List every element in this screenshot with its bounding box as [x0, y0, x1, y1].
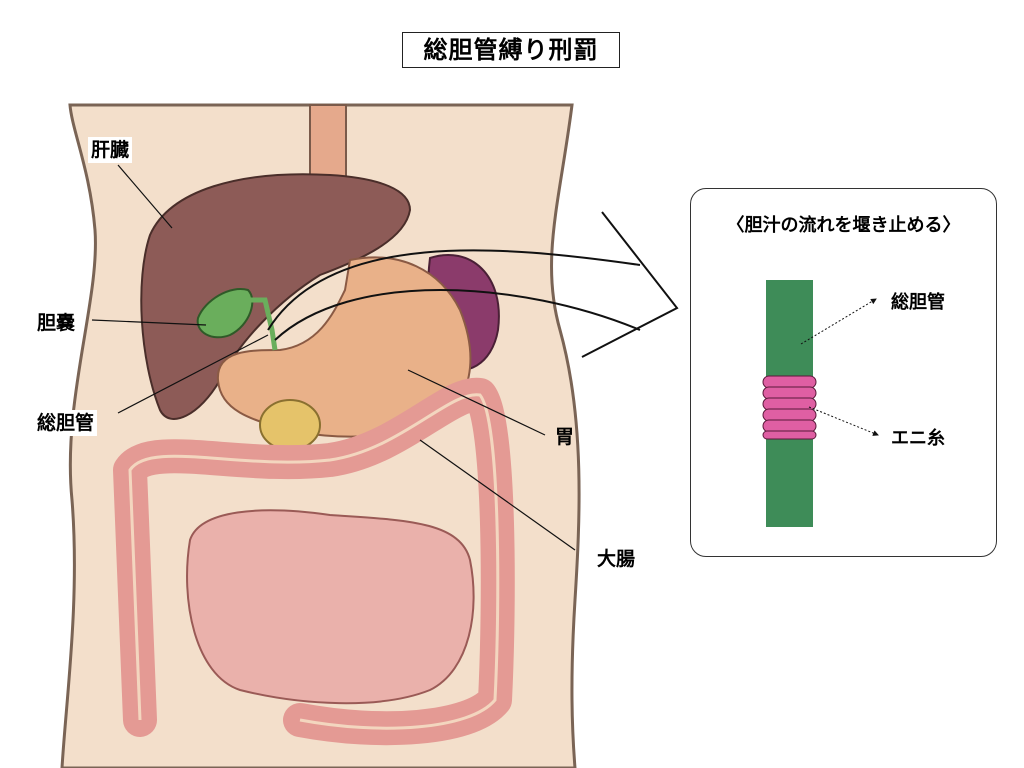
detail-panel: 〈胆汁の流れを堰き止める〉 総胆管 エニ糸: [690, 188, 997, 557]
panel-title: 〈胆汁の流れを堰き止める〉: [726, 215, 961, 236]
liver: [140, 173, 412, 420]
thread-rings: [762, 375, 817, 440]
label-duct: 総胆管: [891, 292, 945, 313]
zoom-pointer: [267, 211, 679, 358]
gallbladder: [196, 288, 254, 339]
label-gallbladder: 胆嚢: [34, 310, 79, 336]
duct-diagram: [762, 280, 879, 527]
small-intestine: [186, 509, 475, 705]
label-thread: エニ糸: [891, 428, 945, 449]
label-common-bile-duct: 総胆管: [34, 410, 98, 436]
page-title: 総胆管縛り刑罰: [402, 32, 620, 68]
label-stomach: 胃: [555, 426, 575, 448]
pancreas: [259, 399, 321, 451]
label-large-intestine: 大腸: [597, 548, 636, 570]
label-liver: 肝臓: [88, 137, 133, 163]
bile-duct: [245, 297, 278, 351]
leader-lines: [91, 164, 576, 551]
